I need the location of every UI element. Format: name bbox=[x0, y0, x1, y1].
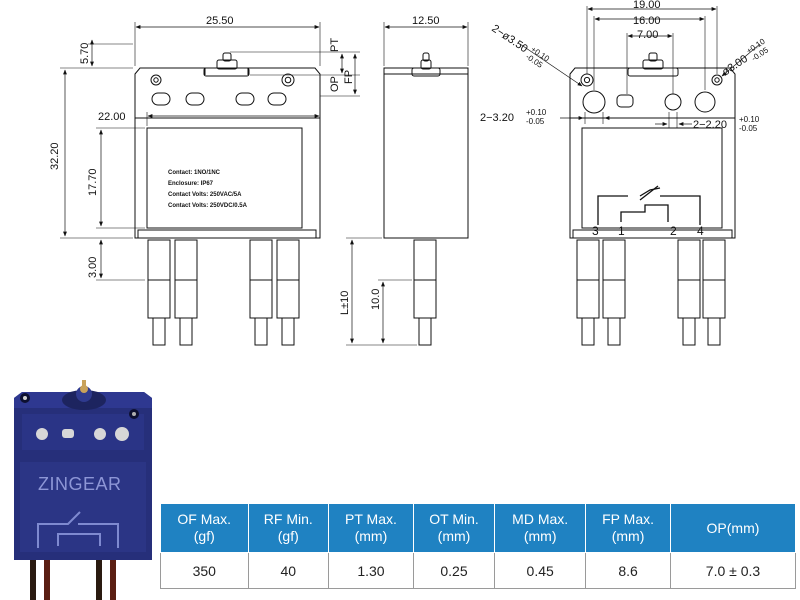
hole-large-callout: 2−ø3.50 +0.10 -0.05 bbox=[489, 23, 551, 71]
pin-label: 3 bbox=[592, 224, 599, 238]
header-unit: (gf) bbox=[193, 528, 215, 544]
value-ot-min: 0.25 bbox=[412, 552, 496, 589]
side-view bbox=[346, 22, 469, 346]
header-md-max: MD Max.(mm) bbox=[494, 503, 587, 553]
label-line-2: Enclosure: IP67 bbox=[168, 181, 214, 187]
dim-lead-tolerance: L±10 bbox=[339, 291, 351, 315]
header-unit: (mm) bbox=[354, 528, 388, 544]
specs-table: OF Max.(gf) RF Min.(gf) PT Max.(mm) OT M… bbox=[160, 503, 796, 589]
front-view bbox=[60, 22, 360, 346]
pin-label: 4 bbox=[697, 224, 704, 238]
dim-top-gap: 5.70 bbox=[79, 43, 91, 64]
dim-slot-right-tol-plus: +0.10 bbox=[739, 115, 760, 124]
header-line: RF Min. bbox=[263, 511, 313, 527]
header-line: OF Max. bbox=[177, 511, 232, 527]
header-ot-min: OT Min.(mm) bbox=[412, 503, 496, 553]
dim-slot-left-tol-plus: +0.10 bbox=[526, 108, 547, 117]
specs-value-row: 350 40 1.30 0.25 0.45 8.6 7.0 ± 0.3 bbox=[160, 552, 796, 589]
header-unit: (mm) bbox=[611, 528, 645, 544]
header-unit: (gf) bbox=[277, 528, 299, 544]
dim-pitch-outer: 19.00 bbox=[633, 0, 661, 11]
dim-pitch-mid: 16.00 bbox=[633, 15, 661, 27]
value-md-max: 0.45 bbox=[494, 552, 587, 589]
value-op: 7.0 ± 0.3 bbox=[670, 552, 796, 589]
value-fp-max: 8.6 bbox=[585, 552, 671, 589]
header-unit: (mm) bbox=[437, 528, 471, 544]
dim-slot-left-tol-minus: -0.05 bbox=[526, 117, 545, 126]
hole-small-callout: ø3.00 +0.10 -0.05 bbox=[720, 37, 770, 79]
brand-label: ZINGEAR bbox=[38, 474, 122, 494]
dim-hole-large: 2−ø3.50 bbox=[489, 23, 529, 56]
header-line: MD Max. bbox=[512, 511, 569, 527]
pin-label: 1 bbox=[618, 224, 625, 238]
dim-slot-right: 2−2.20 bbox=[693, 119, 727, 131]
header-fp-max: FP Max.(mm) bbox=[585, 503, 671, 553]
dim-slot-right-tol-minus: -0.05 bbox=[739, 124, 758, 133]
header-of-max: OF Max.(gf) bbox=[160, 503, 249, 553]
dim-fp: FP bbox=[343, 70, 355, 84]
dim-body-height: 17.70 bbox=[87, 168, 99, 196]
dim-lead-length: 10.0 bbox=[370, 289, 382, 310]
dim-base-height: 3.00 bbox=[87, 257, 99, 278]
header-unit: (mm) bbox=[523, 528, 557, 544]
dim-slot-left: 2−3.20 bbox=[480, 112, 514, 124]
dim-op: OP bbox=[329, 76, 341, 92]
dim-side-width: 12.50 bbox=[412, 15, 440, 27]
header-pt-max: PT Max.(mm) bbox=[328, 503, 414, 553]
specs-header-row: OF Max.(gf) RF Min.(gf) PT Max.(mm) OT M… bbox=[160, 503, 796, 553]
header-line: OT Min. bbox=[429, 511, 479, 527]
header-rf-min: RF Min.(gf) bbox=[247, 503, 330, 553]
slot-right-callout: 2−2.20 +0.10 -0.05 bbox=[693, 115, 760, 133]
header-line: FP Max. bbox=[602, 511, 654, 527]
dim-height: 32.20 bbox=[49, 142, 61, 170]
label-line-1: Contact: 1NO/1NC bbox=[168, 170, 221, 176]
dim-inner-width: 22.00 bbox=[98, 111, 126, 123]
label-line-3: Contact Volts: 250VAC/5A bbox=[168, 192, 242, 198]
pin-label: 2 bbox=[670, 224, 677, 238]
header-line: PT Max. bbox=[345, 511, 397, 527]
dim-width: 25.50 bbox=[206, 15, 234, 27]
header-line: OP(mm) bbox=[706, 519, 760, 536]
slot-left-callout: 2−3.20 +0.10 -0.05 bbox=[480, 108, 547, 126]
product-photo bbox=[14, 380, 152, 600]
header-op: OP(mm) bbox=[670, 503, 796, 553]
value-rf-min: 40 bbox=[247, 552, 330, 589]
dim-pitch-inner: 7.00 bbox=[637, 29, 658, 41]
value-pt-max: 1.30 bbox=[328, 552, 414, 589]
dim-pt: PT bbox=[329, 38, 341, 52]
value-of-max: 350 bbox=[160, 552, 249, 589]
back-view bbox=[519, 6, 761, 346]
label-line-4: Contact Volts: 250VDC/0.5A bbox=[168, 203, 248, 209]
